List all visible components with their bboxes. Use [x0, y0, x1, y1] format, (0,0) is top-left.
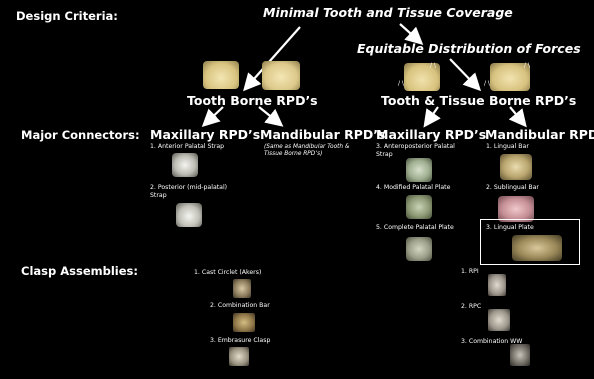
anterior-palatal-strap-image: [172, 153, 198, 177]
tt-mand-item-3: 3. Lingual Plate: [486, 224, 534, 232]
lingual-bar-image: [500, 154, 532, 180]
lingual-plate-image: [512, 235, 562, 261]
arrow-tb-maxillary: [205, 107, 223, 124]
posterior-palatal-strap-image: [176, 203, 202, 227]
design-criteria-label: Design Criteria:: [16, 9, 118, 23]
clasp-right-item-1: 1. RPI: [461, 268, 479, 276]
arrow-equitable-to-tt: [450, 59, 478, 88]
rpc-clasp-image: [488, 309, 510, 331]
clasp-left-item-1: 1. Cast Circlet (Akers): [194, 269, 261, 277]
tb-max-item-2: 2. Posterior (mid-palatal) Strap: [150, 184, 240, 199]
col-tt-mandibular: Mandibular RPD’s: [485, 127, 594, 142]
rpi-clasp-image: [488, 274, 506, 296]
tick-mark: / \: [398, 80, 404, 87]
col-tb-maxillary: Maxillary RPD’s: [150, 127, 260, 142]
tooth-borne-cast-right: [262, 61, 300, 90]
major-connectors-label: Major Connectors:: [21, 128, 140, 142]
ap-palatal-strap-image: [406, 158, 432, 182]
embrasure-clasp-image: [229, 347, 249, 366]
tb-mandibular-note: (Same as Mandibular Tooth & Tissue Borne…: [264, 144, 364, 158]
arrow-tb-mandibular: [259, 107, 280, 124]
tt-max-item-4: 4. Modified Palatal Plate: [376, 184, 450, 192]
tt-max-item-5: 5. Complete Palatal Plate: [376, 224, 454, 232]
modified-palatal-plate-image: [406, 195, 432, 219]
clasp-left-item-3: 3. Embrasure Clasp: [210, 337, 270, 345]
criteria-equitable: Equitable Distribution of Forces: [357, 41, 581, 56]
col-tb-mandibular: Mandibular RPD’s: [260, 127, 385, 142]
tt-mand-item-2: 2. Sublingual Bar: [486, 184, 539, 192]
criteria-minimal: Minimal Tooth and Tissue Coverage: [263, 5, 513, 20]
group-tooth-borne: Tooth Borne RPD’s: [187, 93, 318, 108]
tick-mark: / \: [524, 62, 530, 69]
clasp-right-item-2: 2. RPC: [461, 303, 481, 311]
cast-circlet-clasp-image: [233, 279, 251, 298]
clasp-left-item-2: 2. Combination Bar: [210, 302, 270, 310]
complete-palatal-plate-image: [406, 237, 432, 261]
col-tt-maxillary: Maxillary RPD’s: [376, 127, 486, 142]
tt-mand-item-1: 1. Lingual Bar: [486, 143, 529, 151]
tooth-borne-cast-left: [203, 61, 239, 89]
group-tooth-tissue-borne: Tooth & Tissue Borne RPD’s: [381, 93, 576, 108]
tick-mark: / \: [430, 62, 436, 69]
tb-max-item-1: 1. Anterior Palatal Strap: [150, 143, 224, 151]
combination-ww-clasp-image: [510, 344, 530, 366]
tick-mark: / \: [484, 80, 490, 87]
arrow-tt-mandibular: [510, 107, 524, 124]
arrow-tt-maxillary: [426, 107, 438, 124]
arrow-minimal-to-equitable: [400, 24, 420, 42]
clasp-assemblies-label: Clasp Assemblies:: [21, 264, 138, 278]
tt-max-item-3: 3. Anteroposterior Palatal Strap: [376, 143, 468, 158]
combination-bar-clasp-image: [233, 313, 255, 332]
